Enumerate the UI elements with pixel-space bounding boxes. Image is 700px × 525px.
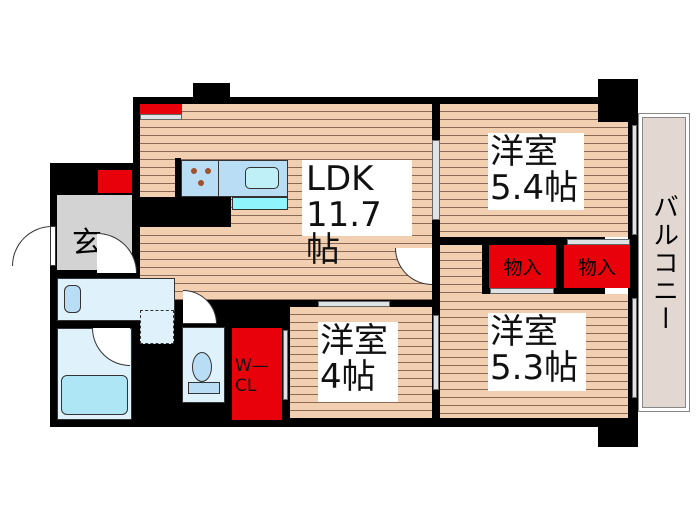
walk-in-closet: W— CL — [232, 328, 282, 420]
wcl-label-1: W— — [235, 356, 269, 376]
western-room-5-4-size: 5.4帖 — [490, 167, 579, 208]
balcony-label: バルコニー — [648, 192, 679, 333]
storage-shelf — [140, 104, 182, 114]
sliding-door — [318, 301, 390, 307]
toilet-tank — [188, 382, 220, 394]
stove-icon — [181, 160, 219, 197]
washing-machine-space — [140, 310, 174, 344]
shoe-closet — [98, 170, 132, 193]
toilet-icon — [192, 352, 212, 382]
window-ldk — [432, 140, 440, 220]
bathtub-icon — [61, 375, 128, 415]
kitchen-counter-strip — [232, 197, 288, 210]
western-room-4-name: 洋室 — [320, 321, 388, 361]
western-room-5-3-name: 洋室 — [490, 312, 558, 352]
western-room-5-4-name: 洋室 — [490, 132, 558, 172]
ldk-name: LDK — [306, 159, 374, 199]
wcl-label-2: CL — [235, 376, 257, 397]
outer-wall-right — [628, 110, 638, 420]
western-room-5-3-size: 5.3帖 — [490, 347, 579, 388]
western-room-4-size: 4帖 — [320, 356, 376, 397]
ldk-label: LDK 11.7帖 — [302, 159, 412, 268]
front-door-frame — [50, 226, 56, 266]
shelf — [140, 114, 182, 120]
storage-closet-2: 物入 — [564, 245, 630, 288]
ldk-size: 11.7帖 — [306, 194, 382, 271]
storage-closet-1: 物入 — [489, 245, 556, 288]
closet-door — [567, 239, 630, 245]
kitchen-wall — [133, 197, 231, 227]
closet-door — [283, 330, 288, 400]
kitchen-wall-post — [175, 158, 181, 198]
front-door[interactable] — [12, 226, 52, 266]
western-room-5-3-label: 洋室 5.3帖 — [488, 313, 586, 391]
sink-icon — [245, 167, 279, 189]
ldk-floor-lower — [140, 228, 432, 300]
pillar-inner — [598, 104, 628, 122]
window-balcony — [632, 125, 637, 235]
balcony: バルコニー — [638, 113, 690, 412]
western-room-4-label: 洋室 4帖 — [318, 322, 398, 402]
window-interior — [433, 315, 439, 390]
storage-label: 物入 — [577, 257, 616, 279]
window-balcony — [632, 298, 637, 398]
closet-door — [490, 288, 554, 294]
western-room-5-4-label: 洋室 5.4帖 — [488, 133, 584, 210]
storage-label: 物入 — [503, 257, 542, 279]
western-room-5-3-floor-upper — [440, 245, 482, 294]
washbasin-icon — [64, 285, 81, 313]
